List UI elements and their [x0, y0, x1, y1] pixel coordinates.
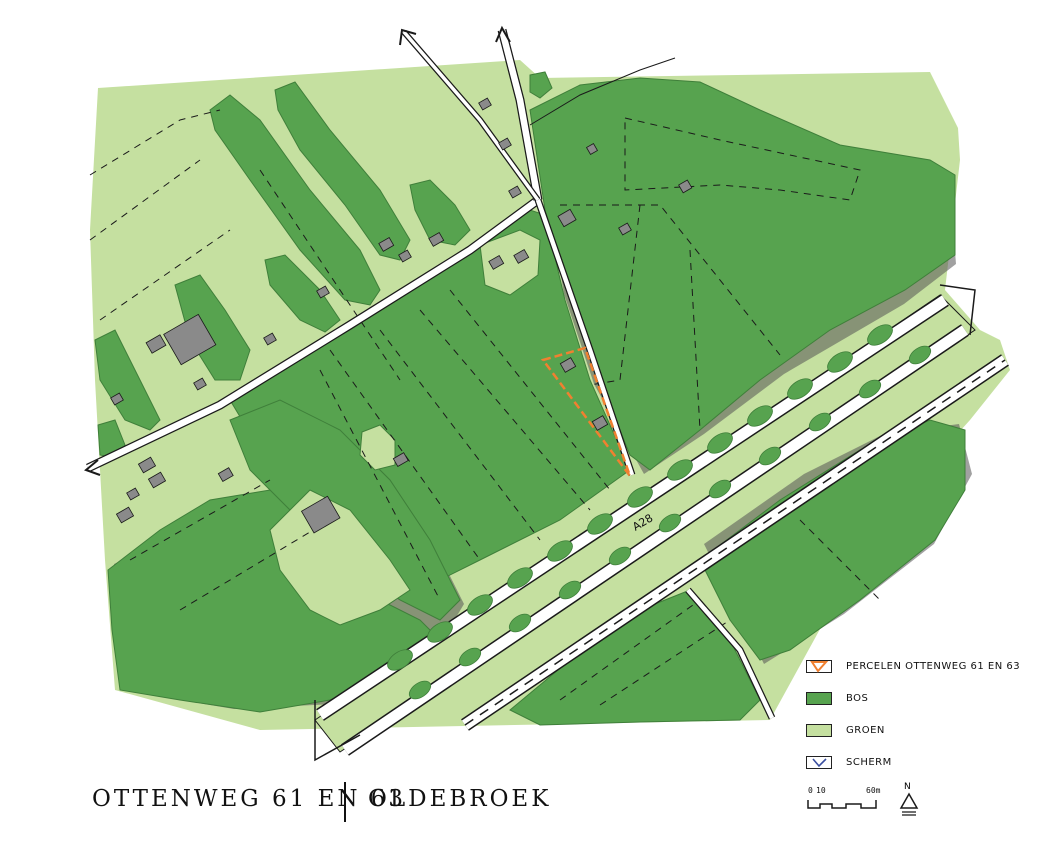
scale-label-end: 60m — [866, 786, 881, 795]
parcel-buildings — [559, 357, 609, 431]
tree-row-6 — [409, 179, 471, 246]
parcel-boundary — [540, 346, 632, 477]
legend-item-groen: GROEN — [806, 719, 1046, 741]
scale-label-mid: 10 — [816, 786, 826, 795]
legend-item-bos: BOS — [806, 687, 1046, 709]
tree-patch-north — [529, 71, 553, 99]
project-place: OLDEBROEK — [368, 786, 552, 812]
legend-label-scherm: SCHERM — [846, 756, 892, 768]
arrow-north — [495, 25, 511, 43]
arrow-west — [84, 459, 101, 476]
north-label: N — [904, 782, 911, 792]
north-arrow-icon: N — [898, 782, 920, 816]
clearing-2 — [359, 424, 396, 471]
dark-green-swatch-icon — [806, 691, 832, 705]
map-legend: PERCELEN OTTENWEG 61 EN 63 BOS GROEN SCH… — [806, 655, 1046, 783]
clearing-3 — [479, 229, 541, 296]
orange-triangle-icon — [806, 659, 832, 673]
scale-label-start: 0 — [808, 786, 813, 795]
legend-item-scherm: SCHERM — [806, 751, 1046, 773]
scale-bar: 0 10 60m — [806, 786, 896, 816]
tree-row-2 — [274, 81, 411, 261]
power-line — [529, 57, 676, 126]
tree-row-4 — [94, 329, 161, 431]
highway-a28 — [314, 284, 1009, 762]
title-separator — [344, 782, 346, 822]
legend-label-parcels: PERCELEN OTTENWEG 61 EN 63 — [846, 660, 1021, 672]
project-title: OTTENWEG 61 EN 63 — [92, 786, 407, 812]
legend-label-bos: BOS — [846, 692, 869, 704]
tree-row-1 — [209, 94, 381, 306]
highway-arrow-east — [939, 284, 976, 336]
arrow-northwest — [399, 28, 417, 46]
highway-arrow-west — [314, 700, 361, 762]
forest-southeast — [699, 419, 966, 661]
legend-label-groen: GROEN — [846, 724, 885, 736]
light-green-swatch-icon — [806, 723, 832, 737]
legend-item-parcels: PERCELEN OTTENWEG 61 EN 63 — [806, 655, 1046, 677]
tree-row-3 — [264, 254, 341, 333]
verge-trees — [387, 324, 932, 700]
buildings — [110, 97, 693, 534]
blue-check-icon — [806, 755, 832, 769]
local-roads — [84, 25, 776, 720]
